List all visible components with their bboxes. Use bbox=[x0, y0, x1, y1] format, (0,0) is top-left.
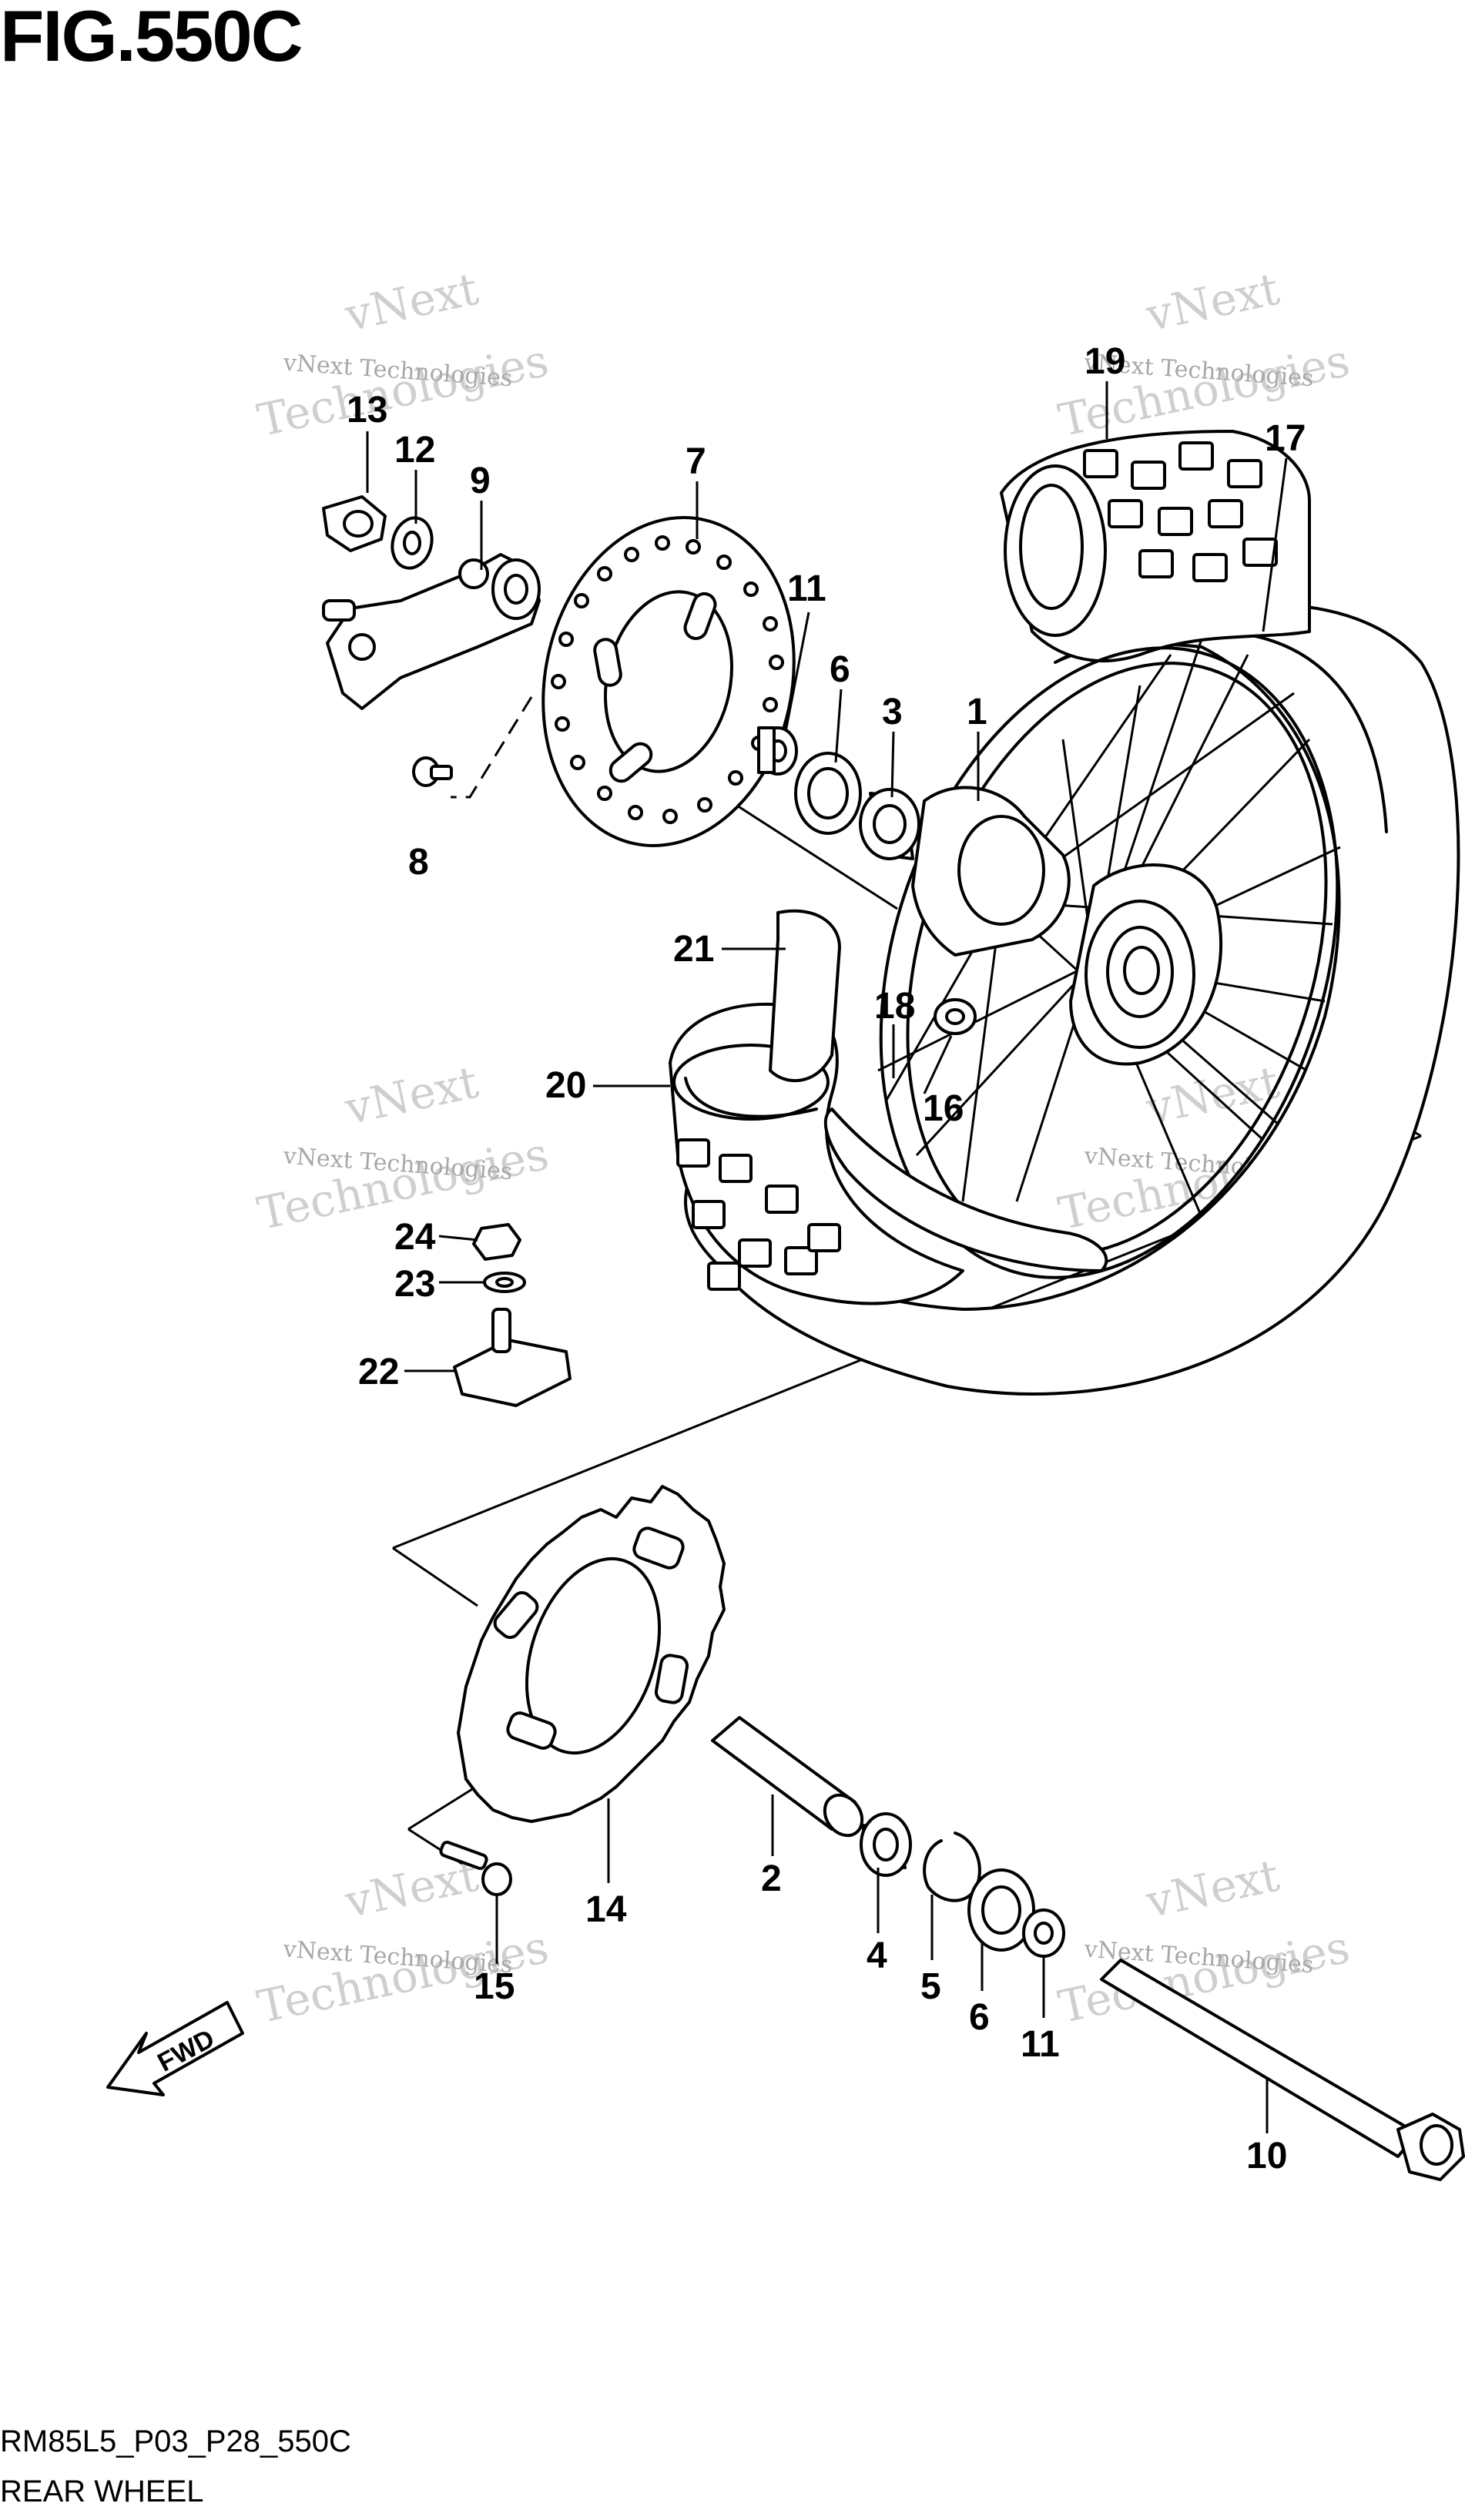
callout-10: 10 bbox=[1246, 2136, 1287, 2177]
callout-21: 21 bbox=[673, 929, 714, 970]
watermark-brand: vNext bbox=[340, 263, 482, 342]
disc-holes bbox=[551, 535, 784, 824]
valve-nut-24 bbox=[472, 1223, 521, 1261]
callout-1: 1 bbox=[967, 692, 987, 732]
sprocket bbox=[457, 1485, 726, 1823]
rim-and-spokes bbox=[877, 638, 1341, 1279]
callout-9: 9 bbox=[470, 461, 491, 501]
watermark: vNext Technologies vNext Technologies bbox=[253, 263, 553, 447]
leader-lines bbox=[366, 381, 1288, 2133]
callout-23: 23 bbox=[394, 1264, 435, 1305]
watermark-brand: vNext bbox=[1141, 1849, 1283, 1929]
callout-4: 4 bbox=[867, 1935, 887, 1976]
fwd-direction-marker: FWD bbox=[106, 2001, 244, 2096]
bearing-6-upper bbox=[794, 752, 862, 835]
caliper-bracket bbox=[322, 553, 541, 710]
spacer-11-lower bbox=[1022, 1908, 1065, 1958]
tread-blocks-lower bbox=[676, 1138, 841, 1291]
axle-10 bbox=[1100, 1959, 1465, 2181]
spacer-2 bbox=[711, 1716, 864, 1838]
callout-labels: 13 12 9 7 11 6 3 1 19 17 8 21 18 16 20 2… bbox=[347, 341, 1306, 2177]
callout-6-lower: 6 bbox=[969, 1997, 990, 2038]
figure-name: REAR WHEEL bbox=[0, 2475, 204, 2508]
rear-tire bbox=[669, 430, 1460, 1396]
rim-lock-22 bbox=[453, 1308, 572, 1407]
bearing-6-lower bbox=[967, 1868, 1035, 1952]
callout-7: 7 bbox=[686, 441, 706, 482]
sprocket-bolt-15 bbox=[439, 1840, 512, 1896]
callout-24: 24 bbox=[394, 1217, 436, 1258]
callout-22: 22 bbox=[358, 1352, 399, 1392]
tread-blocks bbox=[1083, 441, 1278, 582]
callout-3: 3 bbox=[882, 692, 903, 732]
figure-code: RM85L5_P03_P28_550C bbox=[0, 2424, 351, 2458]
nut-13 bbox=[322, 495, 387, 552]
watermark: vNext Technologies vNext Technologies bbox=[1054, 1849, 1354, 2033]
valve-washer-23 bbox=[483, 1272, 526, 1293]
callout-6-upper: 6 bbox=[830, 649, 850, 690]
rim-band bbox=[769, 909, 1108, 1272]
callout-14: 14 bbox=[585, 1889, 627, 1930]
callout-8: 8 bbox=[408, 842, 429, 883]
brake-disc bbox=[541, 516, 796, 847]
rim-lock-nut-16 bbox=[934, 998, 977, 1035]
callout-15: 15 bbox=[474, 1966, 515, 2007]
watermark-brand: vNext bbox=[1141, 263, 1283, 342]
callout-16: 16 bbox=[923, 1088, 964, 1129]
watermark-brand: vNext bbox=[340, 1056, 482, 1135]
callout-12: 12 bbox=[394, 430, 435, 471]
washer-12 bbox=[391, 516, 434, 570]
callout-20: 20 bbox=[545, 1065, 586, 1106]
callout-18: 18 bbox=[874, 986, 915, 1027]
callout-19: 19 bbox=[1085, 341, 1125, 382]
bolt-8 bbox=[412, 756, 453, 787]
callout-17: 17 bbox=[1265, 418, 1306, 459]
callout-2: 2 bbox=[761, 1858, 782, 1899]
figure-title: FIG.550C bbox=[0, 0, 303, 76]
callout-11-upper: 11 bbox=[787, 568, 826, 609]
callout-5: 5 bbox=[920, 1966, 941, 2007]
circlip-5 bbox=[923, 1831, 981, 1902]
bearing-4 bbox=[860, 1812, 912, 1877]
callout-13: 13 bbox=[347, 390, 387, 431]
bearing-3 bbox=[859, 788, 920, 860]
watermark: vNext Technologies vNext Technologies bbox=[253, 1056, 553, 1240]
spacer-11-upper bbox=[757, 726, 798, 776]
callout-11-lower: 11 bbox=[1021, 2024, 1060, 2065]
